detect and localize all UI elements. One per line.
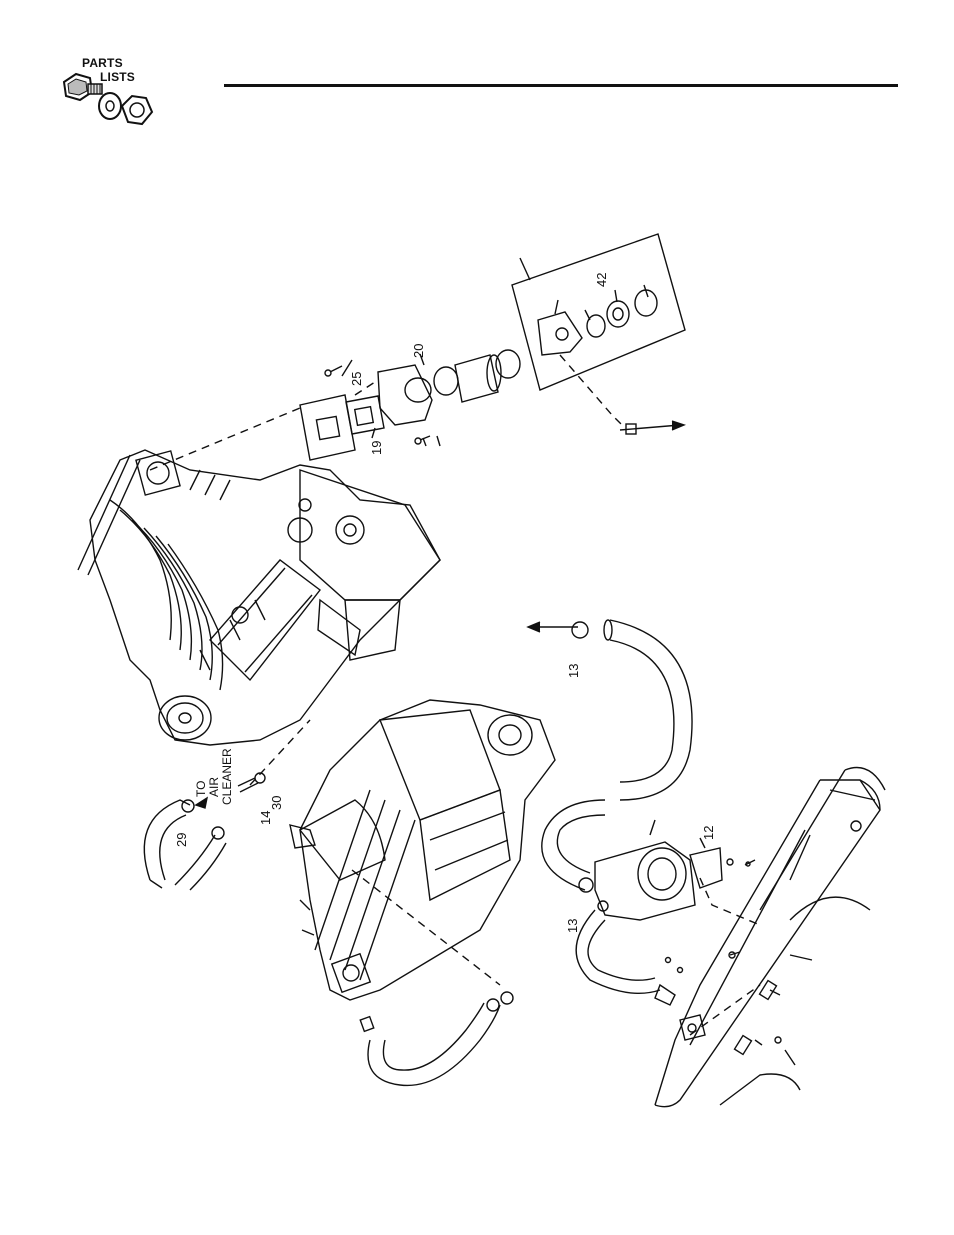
callout-20: 20 (411, 344, 426, 358)
callout-42: 42 (594, 273, 609, 287)
callout-19: 19 (369, 441, 384, 455)
fuel-regulator-assembly (542, 800, 812, 1065)
note-air: AIR (207, 777, 221, 797)
note-to: TO (194, 781, 208, 797)
vent-hose-upper (528, 620, 692, 800)
frame-rail (655, 768, 885, 1107)
callout-12: 12 (701, 826, 716, 840)
callout-30: 30 (269, 796, 284, 810)
callout-13-lower: 13 (565, 919, 580, 933)
upper-engine-illustration (78, 450, 440, 745)
lower-engine-illustration (290, 700, 555, 1000)
callout-29: 29 (174, 833, 189, 847)
vent-hose-lower (360, 992, 513, 1085)
callout-13-upper: 13 (566, 664, 581, 678)
callout-25: 25 (349, 372, 364, 386)
assembly-leader-lines (150, 355, 760, 1035)
callout-14: 14 (258, 811, 273, 825)
upper-throttle-exploded-view (300, 234, 685, 460)
note-cleaner: CLEANER (220, 748, 234, 805)
